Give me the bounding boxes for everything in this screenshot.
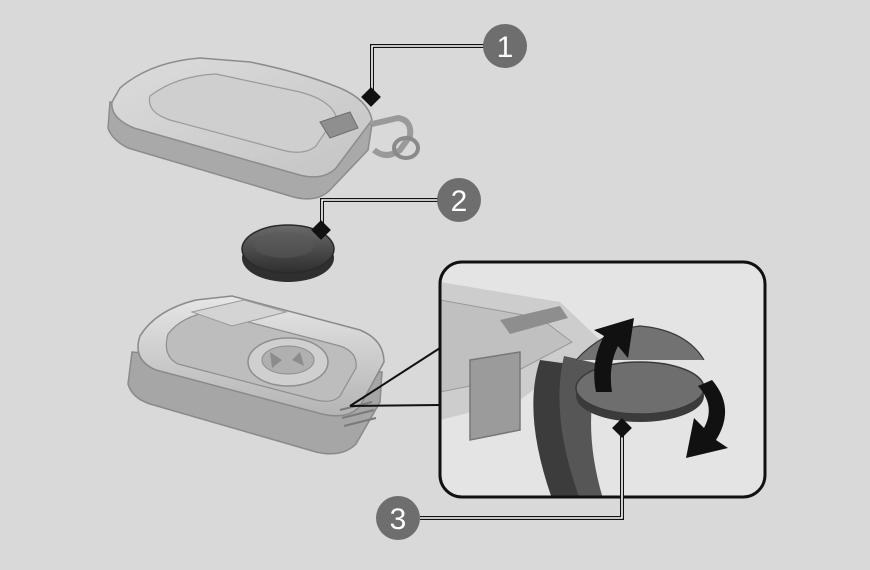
callout-2-label: 2 xyxy=(451,185,468,218)
zoom-connector xyxy=(349,347,441,407)
callout-1-label: 1 xyxy=(497,31,514,64)
rotate-arrow-icon xyxy=(686,380,728,458)
callout-2: 2 xyxy=(311,178,481,240)
key-cover xyxy=(107,57,420,200)
coin-battery xyxy=(241,224,335,282)
zoom-inset xyxy=(438,260,767,499)
lift-arrow-icon xyxy=(594,318,634,392)
callout-1: 1 xyxy=(361,24,527,107)
callout-3: 3 xyxy=(376,418,632,540)
key-body-open xyxy=(127,295,385,455)
callout-3-label: 3 xyxy=(390,503,407,536)
